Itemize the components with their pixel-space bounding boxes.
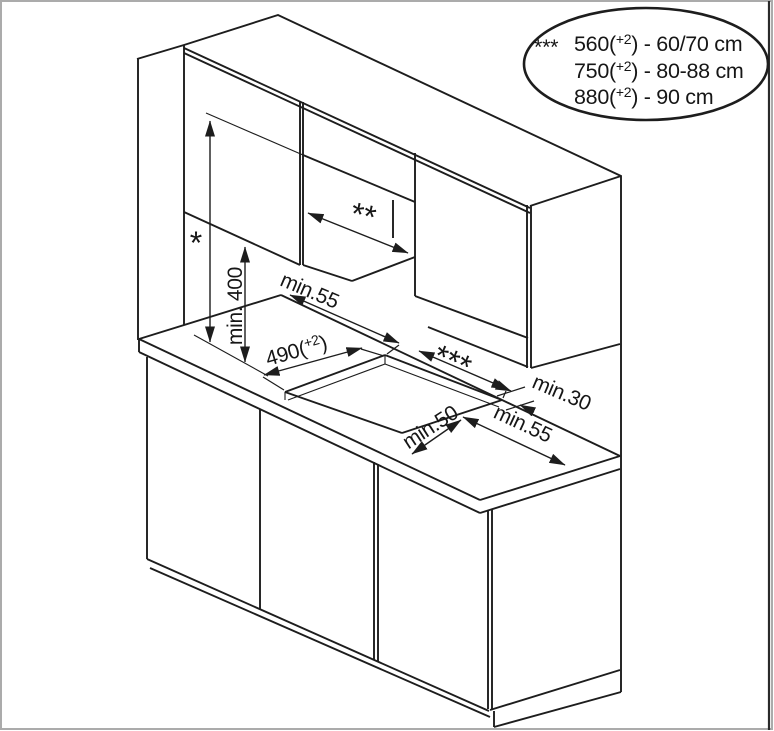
- legend-row-3-value: 880(: [574, 85, 617, 109]
- dim-min50: min.50: [399, 401, 463, 455]
- label-hood-width: **: [347, 195, 379, 235]
- svg-text:490(+2): 490(+2): [262, 329, 329, 370]
- upper-cabinets-top: [183, 47, 622, 214]
- label-height-reference: *: [190, 225, 202, 261]
- legend-row-1-value: 560(: [574, 32, 617, 56]
- dim-min55-right: min.55: [462, 401, 566, 466]
- label-cutout-depth-sup: +2: [302, 331, 322, 351]
- legend-row-1-stars: ***: [534, 35, 559, 59]
- legend-row-3: 880(+2) - 90 cm: [574, 84, 713, 109]
- worktop: [138, 294, 621, 514]
- upper-cabinet-left: [183, 101, 304, 266]
- legend-row-2: 750(+2) - 80-88 cm: [574, 58, 744, 83]
- dim-hood-width: **: [307, 195, 409, 254]
- upper-cabinet-right: [414, 153, 621, 369]
- legend-row-2-sup: +2: [616, 58, 632, 74]
- dim-cutout-width: ***: [418, 337, 508, 399]
- label-min30: min.30: [529, 370, 594, 415]
- label-cutout-depth-close: ): [317, 331, 330, 355]
- label-min55-right: min.55: [490, 401, 555, 448]
- label-min-400: min. 400: [224, 267, 247, 345]
- wall-panel: [136, 13, 622, 670]
- legend-row-3-sup: +2: [616, 84, 632, 100]
- legend-row-1: *** 560(+2) - 60/70 cm: [534, 31, 742, 59]
- base-cabinets: [146, 357, 621, 718]
- legend-ellipse: ***560(+2) - 60/70 cm 750(+2) - 80-88 cm…: [522, 6, 770, 122]
- legend-row-1-sup: +2: [616, 31, 632, 47]
- dim-cutout-depth: 490(+2): [262, 329, 385, 391]
- label-cutout-depth: 490(: [263, 337, 309, 370]
- legend-row-1-range: ) - 60/70 cm: [631, 32, 742, 56]
- dim-height-reference: *: [190, 120, 269, 377]
- legend-row-2-value: 750(: [574, 59, 617, 83]
- plinth: [493, 670, 622, 728]
- legend-row-3-range: ) - 90 cm: [631, 85, 713, 109]
- legend-row-2-range: ) - 80-88 cm: [631, 59, 743, 83]
- label-min50: min.50: [399, 401, 463, 454]
- dim-min-400: min. 400: [224, 246, 250, 363]
